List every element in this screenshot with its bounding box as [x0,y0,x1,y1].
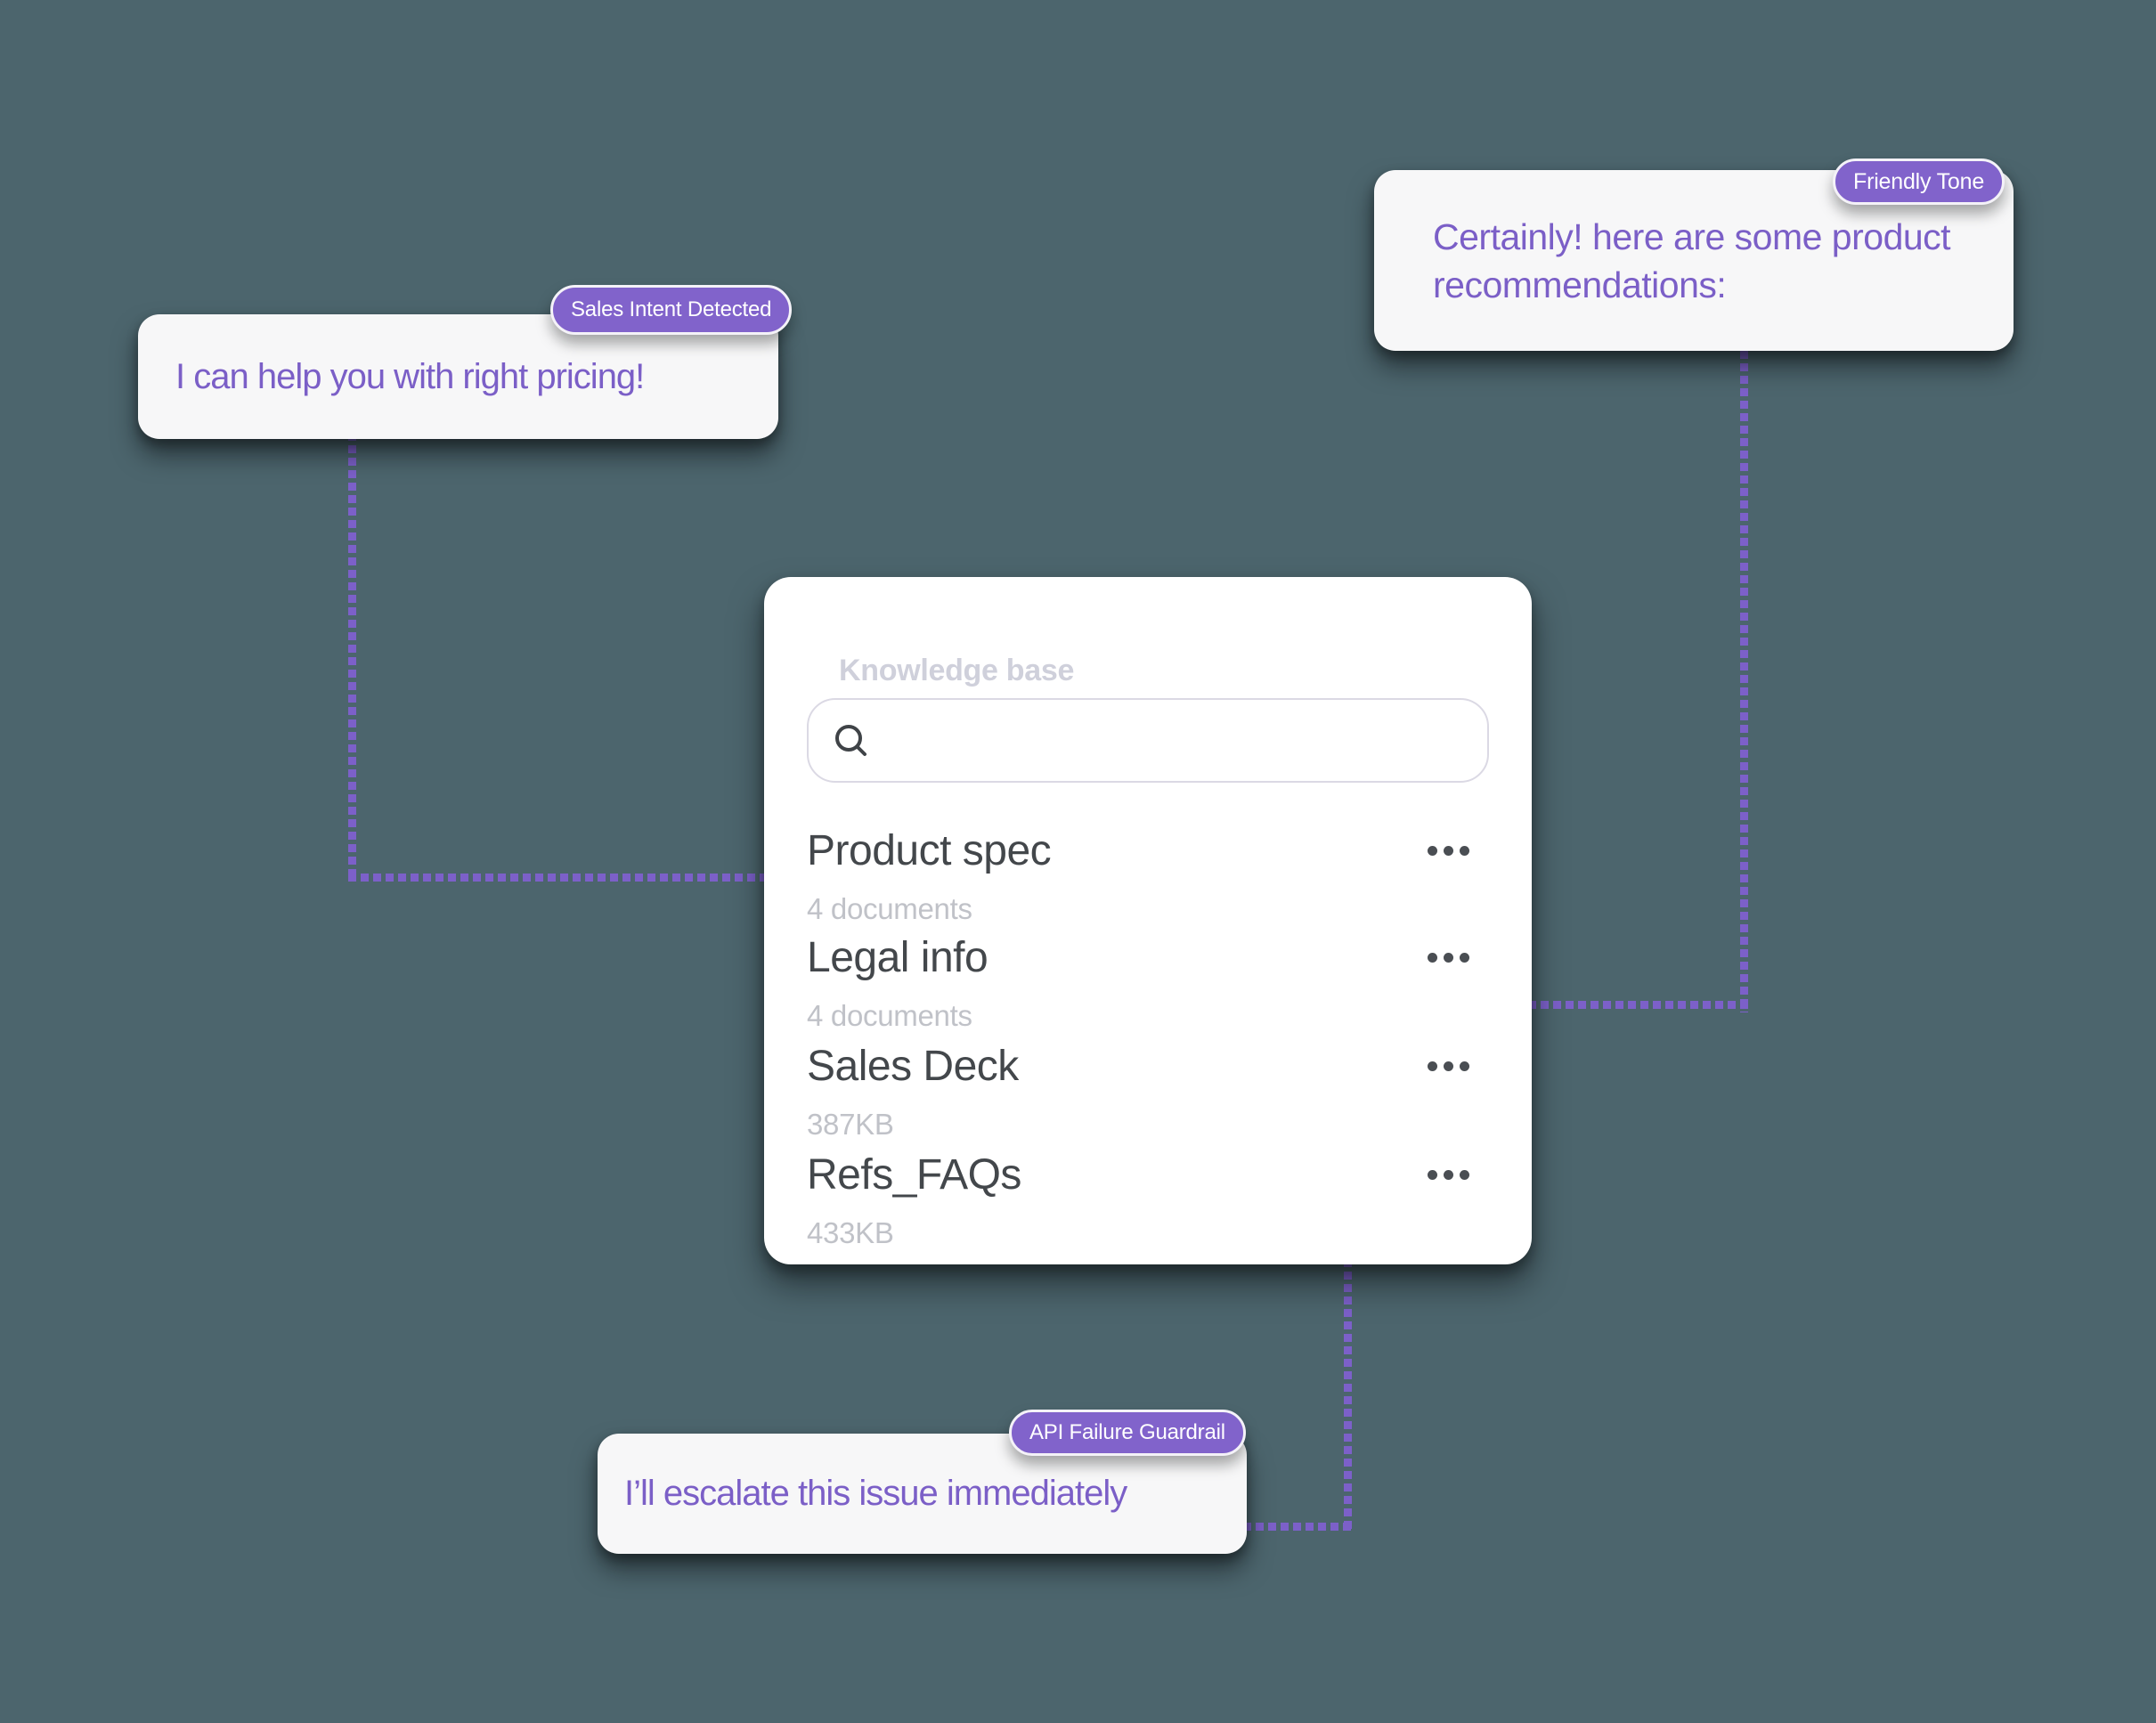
message-text: I’ll escalate this issue immediately [624,1474,1127,1513]
connector-api-vertical [1344,1247,1352,1531]
panel-title: Knowledge base [839,654,1075,687]
connector-sales-vertical [348,383,356,882]
dot [1460,1170,1469,1180]
dot [1428,1061,1437,1071]
connector-sales-horizontal [348,874,768,882]
connector-api-horizontal [1243,1523,1352,1531]
badge-label: Sales Intent Detected [571,297,772,321]
dot [1460,953,1469,963]
more-options-icon[interactable] [1422,1056,1475,1077]
message-text: I can help you with right pricing! [175,356,645,396]
message-card-friendly: Certainly! here are some product recomme… [1374,170,2014,351]
dot [1444,1061,1453,1071]
kb-item-row[interactable]: Refs_FAQs 433KB [807,1150,1494,1252]
more-options-icon[interactable] [1422,947,1475,968]
kb-item-name: Sales Deck [807,1043,1019,1090]
dot [1460,846,1469,856]
search-box[interactable] [807,698,1489,783]
message-text: Certainly! here are some product recomme… [1433,215,1951,305]
more-options-icon[interactable] [1422,1165,1475,1185]
kb-item-meta: 4 documents [807,892,972,925]
badge-friendly-tone: Friendly Tone [1833,158,2005,205]
more-options-icon[interactable] [1422,841,1475,861]
dot [1428,1170,1437,1180]
badge-api-failure-guardrail: API Failure Guardrail [1009,1410,1246,1456]
dot [1428,846,1437,856]
badge-label: API Failure Guardrail [1029,1420,1225,1444]
dot [1460,1061,1469,1071]
kb-item-row[interactable]: Product spec 4 documents [807,826,1494,928]
badge-sales-intent-detected: Sales Intent Detected [550,285,793,335]
kb-item-name: Refs_FAQs [807,1151,1021,1199]
kb-item-row[interactable]: Legal info 4 documents [807,933,1494,1035]
dot [1428,953,1437,963]
dot [1444,953,1453,963]
knowledge-base-panel: Knowledge base Product spec 4 documents … [764,577,1532,1264]
badge-label: Friendly Tone [1853,168,1985,194]
kb-item-meta: 4 documents [807,999,972,1032]
connector-friendly-vertical [1740,276,1748,1012]
kb-item-name: Product spec [807,827,1052,874]
kb-item-name: Legal info [807,934,989,981]
connector-friendly-horizontal [1528,1001,1748,1009]
kb-item-row[interactable]: Sales Deck 387KB [807,1042,1494,1143]
search-icon [835,724,866,756]
dot [1444,846,1453,856]
message-card-sales: I can help you with right pricing! [138,314,778,439]
kb-item-meta: 387KB [807,1108,894,1141]
dot [1444,1170,1453,1180]
message-card-api: I’ll escalate this issue immediately [598,1434,1247,1554]
kb-item-meta: 433KB [807,1216,894,1249]
search-input[interactable] [885,708,1466,773]
